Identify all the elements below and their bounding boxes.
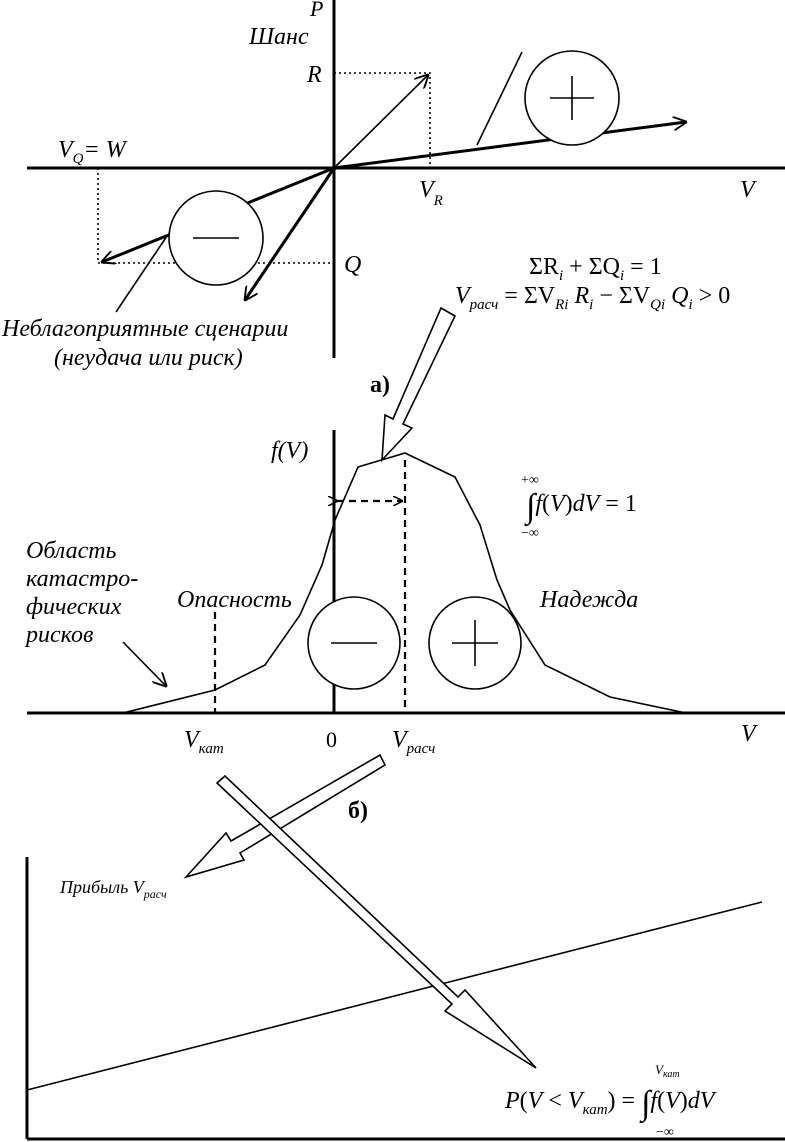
catastrophic-pointer-arrow: [122, 641, 166, 686]
panel-c: Прибыль Vрасч Vкат −∞ P(V < Vкат) = ∫f(V…: [25, 753, 785, 1141]
panel-a-label: а): [370, 372, 390, 398]
catastrophic-label-line3: фических: [26, 594, 122, 620]
zero-label: 0: [326, 727, 337, 752]
axis-label-p: P: [309, 0, 323, 21]
vector-r: [333, 75, 428, 169]
integral-upper-limit: +∞: [521, 473, 539, 488]
v-axis-label-a: V: [740, 177, 757, 203]
catastrophic-label-line1: Область: [26, 538, 117, 564]
q-projection-lines: [97, 168, 334, 264]
vector-positive-outcome: [333, 122, 686, 170]
q-label: Q: [344, 252, 361, 278]
integral-lower-limit: −∞: [521, 526, 539, 541]
fv-label: f(V): [271, 438, 308, 464]
vector-negative-2: [245, 167, 336, 300]
panel-a: P Шанс R VQ= W VR V Q Неблагоприятные сц…: [1, 0, 785, 463]
v-kat-label: Vкат: [184, 727, 224, 757]
unfavorable-pointer-line: [115, 235, 168, 313]
r-label: R: [306, 62, 322, 88]
v-axis-label-b: V: [741, 721, 758, 747]
panel-b-label: б): [348, 798, 368, 824]
v-rasch-label: Vрасч: [392, 727, 435, 757]
prob-integral-upper: Vкат: [655, 1062, 680, 1080]
formula-pointer-arrow: [381, 306, 457, 463]
profit-pointer-arrow: [183, 753, 387, 879]
vq-w-label: VQ= W: [58, 137, 128, 167]
probability-pointer-arrow: [215, 774, 537, 1069]
plus-icon: [550, 76, 594, 120]
catastrophic-label-line4: рисков: [24, 622, 93, 648]
danger-label: Опасность: [177, 587, 292, 613]
plus-icon-b: [452, 620, 498, 666]
panel-b: f(V) +∞ −∞ ∫f(V)dV = 1 Область катастро-…: [24, 430, 785, 824]
hope-label: Надежда: [539, 587, 638, 613]
profit-probability-line: [26, 901, 763, 1091]
catastrophic-label-line2: катастро-: [26, 566, 138, 592]
prob-integral-lower: −∞: [656, 1125, 674, 1140]
profit-label: Прибыль Vрасч: [59, 877, 167, 901]
formula-sum: ΣRi + ΣQi = 1: [529, 254, 662, 284]
unfavorable-label-line1: Неблагоприятные сценарии: [1, 316, 288, 342]
vr-label: VR: [419, 177, 443, 209]
density-curve: [122, 452, 687, 714]
formula-vcalc: Vрасч = ΣVRi Ri − ΣVQi Qi > 0: [455, 283, 730, 313]
plus-pointer-line: [476, 51, 523, 146]
probability-formula: P(V < Vкат) = ∫f(V)dV: [504, 1085, 717, 1124]
integral-normalization-formula: ∫f(V)dV = 1: [524, 488, 637, 527]
chance-label: Шанс: [248, 24, 309, 50]
unfavorable-label-line2: (неудача или риск): [54, 345, 243, 371]
